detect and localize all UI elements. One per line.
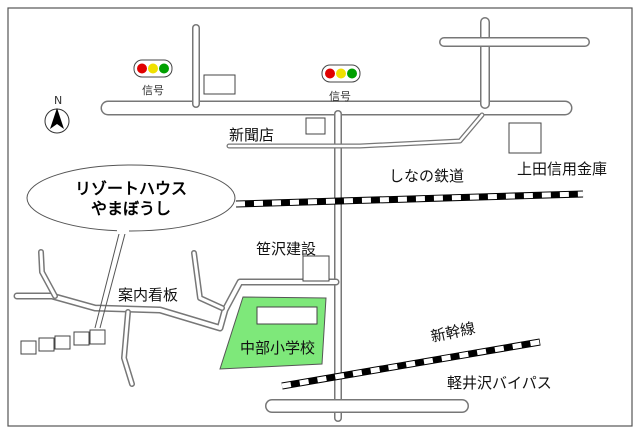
shinano-railway-label: しなの鉄道 <box>389 167 464 185</box>
resort-name-line1: リゾートハウス <box>75 179 187 198</box>
resort-house-callout: リゾートハウス やまぼうし <box>26 164 236 234</box>
roads <box>13 17 590 422</box>
signal-right-label: 信号 <box>329 90 351 103</box>
svg-text:N: N <box>54 94 62 107</box>
building-newspaper <box>305 117 326 135</box>
traffic-signal-left <box>133 59 173 78</box>
building-near-signal <box>203 74 236 95</box>
resort-name-line2: やまぼうし <box>91 199 171 218</box>
shinano-railway-track <box>235 190 584 208</box>
signal-left-label: 信号 <box>142 84 164 97</box>
signboard-label: 案内看板 <box>118 286 178 304</box>
north-compass-icon: N <box>44 94 70 134</box>
school-building <box>256 306 318 325</box>
house-row <box>20 329 106 355</box>
building-sasazawa <box>302 255 330 282</box>
bypass-label: 軽井沢バイパス <box>447 374 552 392</box>
ueda-shinkin-label: 上田信用金庫 <box>517 160 607 178</box>
newspaper-label: 新聞店 <box>229 126 274 144</box>
school-label: 中部小学校 <box>240 339 315 357</box>
traffic-signal-right <box>321 64 361 83</box>
building-ueda-shinkin <box>508 122 542 154</box>
shinkansen-track <box>281 338 541 390</box>
sasazawa-label: 笹沢建設 <box>256 240 316 258</box>
